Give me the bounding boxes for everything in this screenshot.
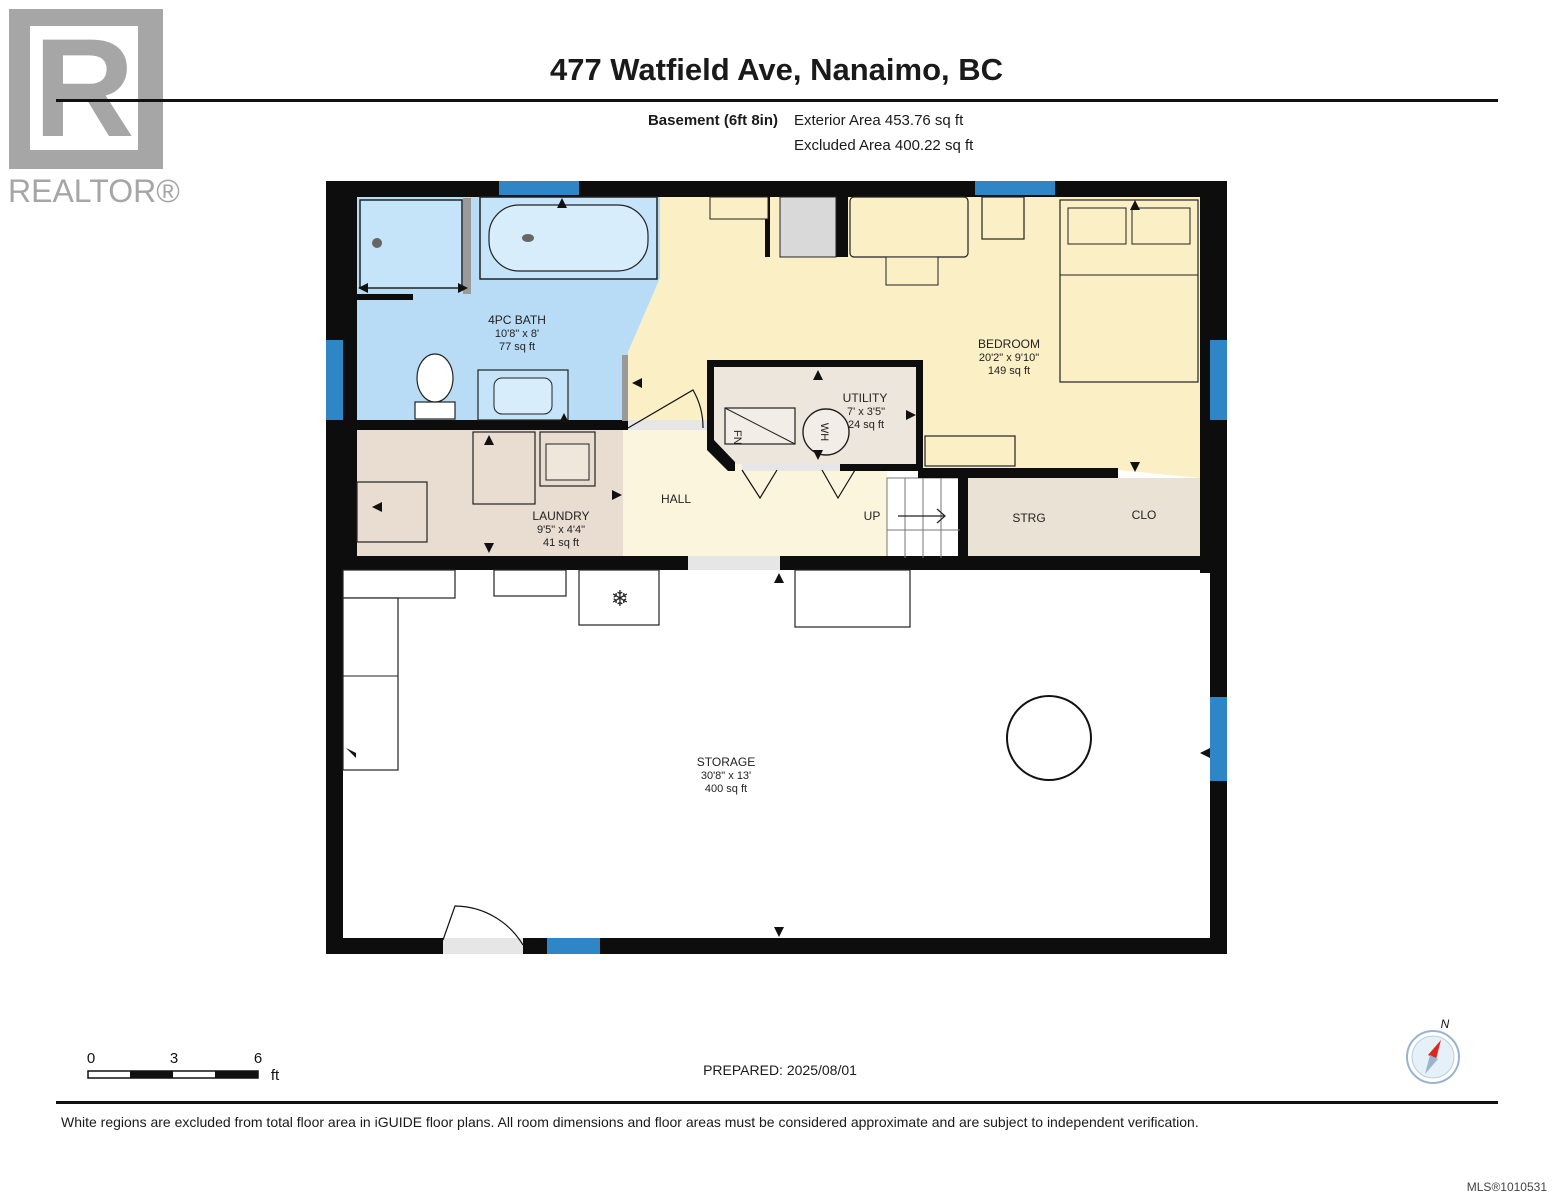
laundry-appliance-2 [472,431,536,505]
desk-chair [885,256,939,286]
windows [326,181,1227,954]
logo-text: REALTOR® [8,173,180,208]
snowflake-icon: ❄ [611,587,629,612]
storage-shelf-left-2 [342,597,399,771]
laundry-name: LAUNDRY [532,509,589,523]
bed-pillow-left [1067,207,1127,245]
storage-box [493,569,567,597]
furnace-label: FN [731,430,743,445]
bedroom-bench [924,435,1016,467]
freezer [578,569,660,626]
storage-shelf-left-1 [342,569,456,599]
bath-door-swing [627,389,704,429]
bedroom-cabinet [779,196,837,258]
strg-fill [968,478,1200,558]
laundry-dims: 9'5" x 4'4" [537,524,585,536]
utility-area: 24 sq ft [848,419,884,431]
mls-number: MLS®1010531 [1466,1180,1547,1194]
bedroom-shelf [709,196,769,220]
nightstand [981,196,1025,240]
scale-bar [87,1070,259,1079]
utility-door-swing-left [741,469,778,500]
bedroom-area: 149 sq ft [988,365,1030,377]
laundry-appliance-1 [356,481,428,543]
exterior-area: Exterior Area 453.76 sq ft [794,112,964,129]
interior-walls [343,195,1210,570]
footer-divider [56,1101,1498,1104]
scale-tick-6: 6 [254,1050,262,1067]
utility-angled-wall [707,440,735,471]
bath-area: 77 sq ft [499,341,535,353]
storage-round-table [1006,695,1092,781]
scale-unit: ft [271,1067,280,1084]
compass-north-label: N [1441,1017,1450,1031]
laundry-area: 41 sq ft [543,537,579,549]
furnace-diagonal [724,407,796,445]
utility-dims: 7' x 3'5" [847,406,885,418]
storage-name: STORAGE [697,755,755,769]
bath-doorway [628,420,707,430]
storage-doorway [688,556,780,570]
utility-door-swing-right [821,469,856,500]
toilet-bowl [416,353,454,403]
utility-name: UTILITY [843,391,888,405]
floor-level: Basement (6ft 8in) [647,112,778,129]
bathtub-basin [488,204,649,272]
clo-name: CLO [1132,508,1157,522]
exterior-door-swing [442,905,524,946]
utility-doorway [742,464,840,471]
strg-name: STRG [1012,511,1045,525]
bath-sink [493,377,553,415]
disclaimer: White regions are excluded from total fl… [61,1114,1199,1130]
property-address: 477 Watfield Ave, Nanaimo, BC [549,52,1004,87]
storage-cabinet [794,569,911,628]
bedroom-dims: 20'2" x 9'10" [979,352,1039,364]
stairs-arrow [898,508,946,524]
storage-area: 400 sq ft [705,783,747,795]
shower-glass [463,198,471,294]
stairs-up-label: UP [864,509,881,523]
photo-markers [346,198,1210,937]
hall-name: HALL [661,492,691,506]
excluded-area: Excluded Area 400.22 sq ft [794,137,974,154]
water-heater [802,408,850,456]
bath-dims: 10'8" x 8' [495,328,539,340]
stairs [887,478,960,558]
prepared-date: PREPARED: 2025/08/01 [703,1062,857,1078]
logo-letter: R [33,9,134,166]
shower-drain [372,238,382,248]
bedroom-name: BEDROOM [978,337,1040,351]
bedroom-desk [849,196,969,258]
laundry-sink-basin [545,443,590,481]
realtor-logo: R REALTOR® [8,9,180,208]
scale-tick-0: 0 [87,1050,95,1067]
storage-dims: 30'8" x 13' [701,770,751,782]
bed-pillow-right [1131,207,1191,245]
toilet-tank [414,401,456,420]
bathtub-drain [522,234,534,242]
header-divider [56,99,1498,102]
bath-name: 4PC BATH [488,313,546,327]
scale-tick-3: 3 [170,1050,178,1067]
bath-partition [622,355,628,421]
ext-doorway [443,938,523,954]
water-heater-label: WH [818,423,830,441]
compass-icon [1406,1030,1460,1084]
